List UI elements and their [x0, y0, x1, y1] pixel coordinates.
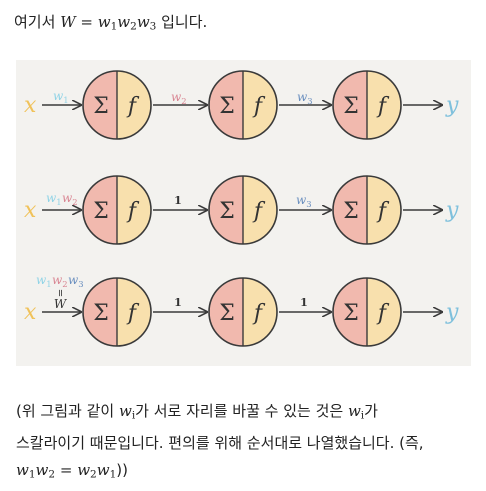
row-3-weight-one-a: 1: [174, 296, 182, 309]
row-1-input-x: x: [24, 93, 37, 118]
caption-line-3: w1w2 = w2w1)): [16, 460, 128, 481]
caption-line-2: 스칼라이기 때문입니다. 편의를 위해 순서대로 나열했습니다. (즉,: [16, 433, 424, 452]
row-3-neuron-2-activation-half: [243, 278, 277, 346]
caption-line-1: (위 그림과 같이 wi가 서로 자리를 바꿀 수 있는 것은 wi가: [16, 402, 378, 422]
row-1-neuron-3-sum-half: [333, 71, 367, 139]
row-1-neuron-1-sigma: Σ: [93, 94, 109, 119]
row-1-weight-w2: w2: [171, 90, 187, 106]
row-2-neuron-3-sigma: Σ: [343, 199, 359, 224]
row-3-neuron-3-activation-half: [367, 278, 401, 346]
row-1-neuron-2-sigma: Σ: [219, 94, 235, 119]
row-1-neuron-3-activation-half: [367, 71, 401, 139]
row-3-weight-w3: w3: [68, 273, 84, 289]
row-1-weight-w3: w3: [297, 90, 313, 106]
row-3-input-x: x: [24, 300, 37, 325]
intro-suffix: 입니다.: [161, 13, 208, 31]
intro-prefix: 여기서: [14, 13, 56, 31]
row-2-neuron-1-sum-half: [83, 176, 117, 244]
row-3-weight-w2: w2: [52, 273, 68, 289]
intro-text: 여기서 W = w1w2w3 입니다.: [14, 10, 207, 39]
row-1-neuron-1-activation-half: [117, 71, 151, 139]
row-3-neuron-3-sum-half: [333, 278, 367, 346]
row-1-neuron-1-sum-half: [83, 71, 117, 139]
row-1-neuron-2-activation-half: [243, 71, 277, 139]
row-2-neuron-1-sigma: Σ: [93, 199, 109, 224]
row-2-weight-w2: w2: [62, 191, 78, 207]
row-2-input-x: x: [24, 198, 37, 223]
row-3-weight-w1: w1: [36, 273, 52, 289]
row-3-neuron-1-sum-half: [83, 278, 117, 346]
row-2-neuron-2-sigma: Σ: [219, 199, 235, 224]
row-3-equals-sign: =: [54, 289, 65, 297]
row-2-output-y: y: [445, 198, 459, 223]
row-2-neuron-3-activation-half: [367, 176, 401, 244]
row-2-weight-one: 1: [174, 194, 182, 207]
row-2-neuron-3-sum-half: [333, 176, 367, 244]
row-3-neuron-3-sigma: Σ: [343, 301, 359, 326]
row-2-neuron-2-sum-half: [209, 176, 243, 244]
caption-text: (위 그림과 같이 wi가 서로 자리를 바꿀 수 있는 것은 wi가 스칼라이…: [16, 398, 474, 488]
row-1-output-y: y: [445, 93, 459, 118]
row-2-neuron-1-activation-half: [117, 176, 151, 244]
row-3-neuron-2-sigma: Σ: [219, 301, 235, 326]
row-3-weight-one-b: 1: [300, 296, 308, 309]
row-3-neuron-1-sigma: Σ: [93, 301, 109, 326]
row-3-W: W: [54, 297, 68, 311]
row-1-neuron-2-sum-half: [209, 71, 243, 139]
row-2-neuron-2-activation-half: [243, 176, 277, 244]
row-2-weight-w3: w3: [296, 193, 312, 209]
row-1-weight-w1: w1: [53, 89, 69, 105]
row-3-neuron-2-sum-half: [209, 278, 243, 346]
row-3-output-y: y: [445, 300, 459, 325]
row-1-neuron-3-sigma: Σ: [343, 94, 359, 119]
row-2-weight-w1: w1: [46, 191, 62, 207]
row-3-neuron-1-activation-half: [117, 278, 151, 346]
intro-equation: W = w1w2w3: [60, 13, 157, 33]
